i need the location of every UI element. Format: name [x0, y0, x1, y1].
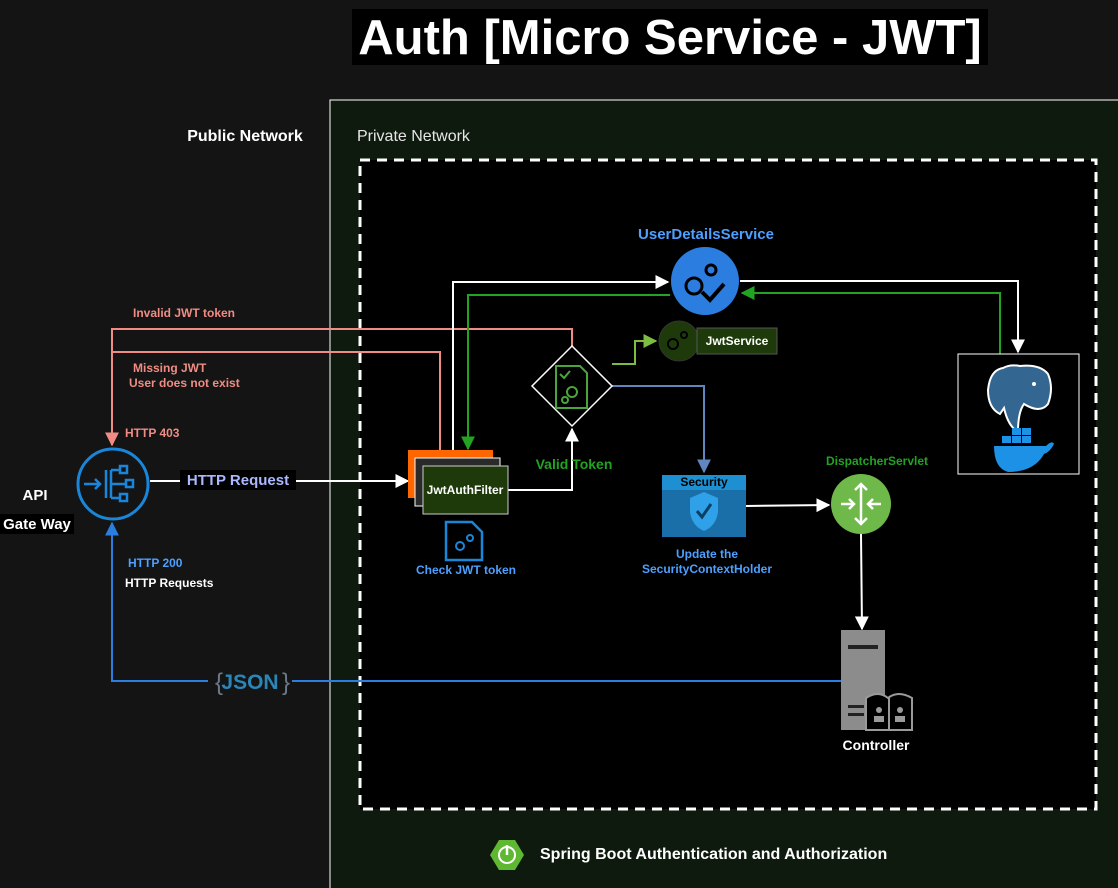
- user-details-service-label: UserDetailsService: [638, 226, 774, 243]
- http-request-label-bg: [180, 470, 296, 490]
- gateway-label-bg: [0, 514, 74, 534]
- jwt-service-label: JwtService: [706, 334, 769, 348]
- filter-to-userdetails-connector: [452, 275, 670, 450]
- security-header: [662, 475, 746, 490]
- postgres-elephant-icon: [986, 364, 1052, 434]
- diagram-title: Auth [Micro Service - JWT]: [358, 11, 981, 65]
- check-jwt-label: Check JWT token: [416, 563, 516, 577]
- userdetails-to-filter-connector: [461, 294, 670, 451]
- validation-document-icon: [555, 365, 588, 409]
- spring-boot-footer: Spring Boot Authentication and Authoriza…: [490, 840, 887, 870]
- private-network-label: Private Network: [357, 128, 471, 145]
- database-node: [957, 353, 1080, 475]
- update-context-label-line1: Update the: [676, 547, 738, 561]
- http-403-label: HTTP 403: [125, 426, 180, 440]
- dispatcher-servlet: [831, 474, 891, 534]
- docker-whale-icon: [994, 428, 1054, 472]
- jwt-service: JwtService: [658, 320, 778, 362]
- diamond-to-jwtservice-connector: [612, 334, 658, 365]
- valid-token-label: Valid Token: [536, 456, 613, 472]
- user-details-gear-icon: [671, 247, 739, 315]
- controller-node: Controller: [841, 630, 913, 753]
- filter-label: JwtAuthFilter: [427, 483, 504, 497]
- token-validation-diamond: [530, 344, 614, 428]
- json-label: JSON: [221, 671, 278, 694]
- invalid-jwt-connector: [105, 328, 573, 447]
- gateway-router-icon: [84, 464, 135, 503]
- api-gateway: API Gate Way: [0, 447, 150, 534]
- diamond-to-security-connector: [612, 385, 711, 474]
- http-200-label: HTTP 200: [128, 556, 183, 570]
- security-to-dispatcher-connector: [745, 498, 831, 513]
- dispatcher-to-controller-connector: [854, 533, 869, 631]
- controller-book-icon: [865, 693, 913, 731]
- check-jwt-document-icon: [444, 520, 484, 562]
- gateway-label-gateway: Gate Way: [3, 516, 71, 533]
- security-component: Security: [662, 475, 746, 537]
- update-context-label-line2: SecurityContextHolder: [642, 562, 772, 576]
- json-brace-open-icon: {: [215, 669, 223, 696]
- gateway-icon: [76, 447, 150, 521]
- jwt-service-box: [696, 327, 778, 355]
- db-to-userdetails-connector: [740, 286, 1001, 354]
- valid-token-connector: [508, 427, 579, 491]
- dispatcher-servlet-label: DispatcherServlet: [826, 454, 928, 468]
- jwt-service-gear-icon: [658, 320, 700, 362]
- footer-label: Spring Boot Authentication and Authoriza…: [540, 846, 887, 863]
- user-not-exist-label: User does not exist: [129, 376, 240, 390]
- title-background: [352, 9, 988, 65]
- user-details-service: [671, 247, 739, 315]
- userdetails-to-db-connector: [740, 280, 1025, 354]
- missing-jwt-connector: [112, 351, 441, 450]
- gateway-label-api: API: [22, 487, 47, 504]
- json-brace-close-icon: }: [282, 669, 290, 696]
- filter-box: [422, 465, 509, 515]
- invalid-jwt-label: Invalid JWT token: [133, 306, 235, 320]
- security-label: Security: [680, 475, 728, 489]
- json-label-bg: [208, 667, 292, 695]
- jwt-auth-filter: JwtAuthFilter: [408, 450, 509, 515]
- http-request-label: HTTP Request: [187, 472, 289, 489]
- json-response-connector: [105, 521, 842, 682]
- missing-jwt-label: Missing JWT: [133, 361, 207, 375]
- public-network-label: Public Network: [187, 128, 303, 145]
- controller-label: Controller: [843, 737, 910, 753]
- http-requests-label: HTTP Requests: [125, 576, 214, 590]
